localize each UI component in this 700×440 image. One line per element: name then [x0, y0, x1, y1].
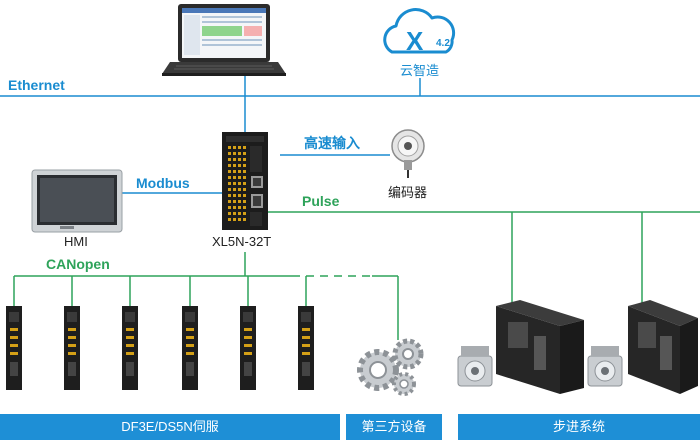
- cloud-version-label: 4.2: [436, 38, 450, 49]
- servo-drive-icon: [240, 306, 256, 390]
- servo-drive-icon: [122, 306, 138, 390]
- servo-drive-icon: [6, 306, 22, 390]
- hmi-icon: [31, 169, 123, 233]
- servo-drive-icon: [298, 306, 314, 390]
- stepper-motor-icon: [587, 346, 623, 387]
- cloud-name-label: 云智造: [400, 63, 440, 78]
- servo-drive-icon: [64, 306, 80, 390]
- ethernet-label: Ethernet: [8, 77, 65, 93]
- plc-model-label: XL5N-32T: [212, 234, 272, 249]
- stepper-motor-icon: [457, 346, 493, 387]
- third-party-category-bar: 第三方设备: [346, 414, 442, 440]
- stepper-category-bar: 步进系统: [458, 414, 700, 440]
- pulse-label: Pulse: [302, 193, 340, 209]
- high-speed-input-label: 高速输入: [304, 135, 360, 151]
- gears-icon: [357, 338, 424, 396]
- canopen-label: CANopen: [46, 256, 110, 272]
- plc-icon: [222, 132, 268, 230]
- stepper-driver-icon: [628, 300, 698, 394]
- modbus-label: Modbus: [136, 175, 190, 191]
- laptop-icon: [162, 4, 286, 76]
- servo-drive-icon: [182, 306, 198, 390]
- stepper-driver-icon: [496, 300, 584, 394]
- encoder-icon: [391, 129, 425, 178]
- hmi-label: HMI: [64, 234, 88, 249]
- encoder-label: 编码器: [388, 185, 428, 200]
- servo-category-bar: DF3E/DS5N伺服: [0, 414, 340, 440]
- cloud-icon: X: [383, 8, 456, 56]
- svg-text:X: X: [406, 26, 424, 56]
